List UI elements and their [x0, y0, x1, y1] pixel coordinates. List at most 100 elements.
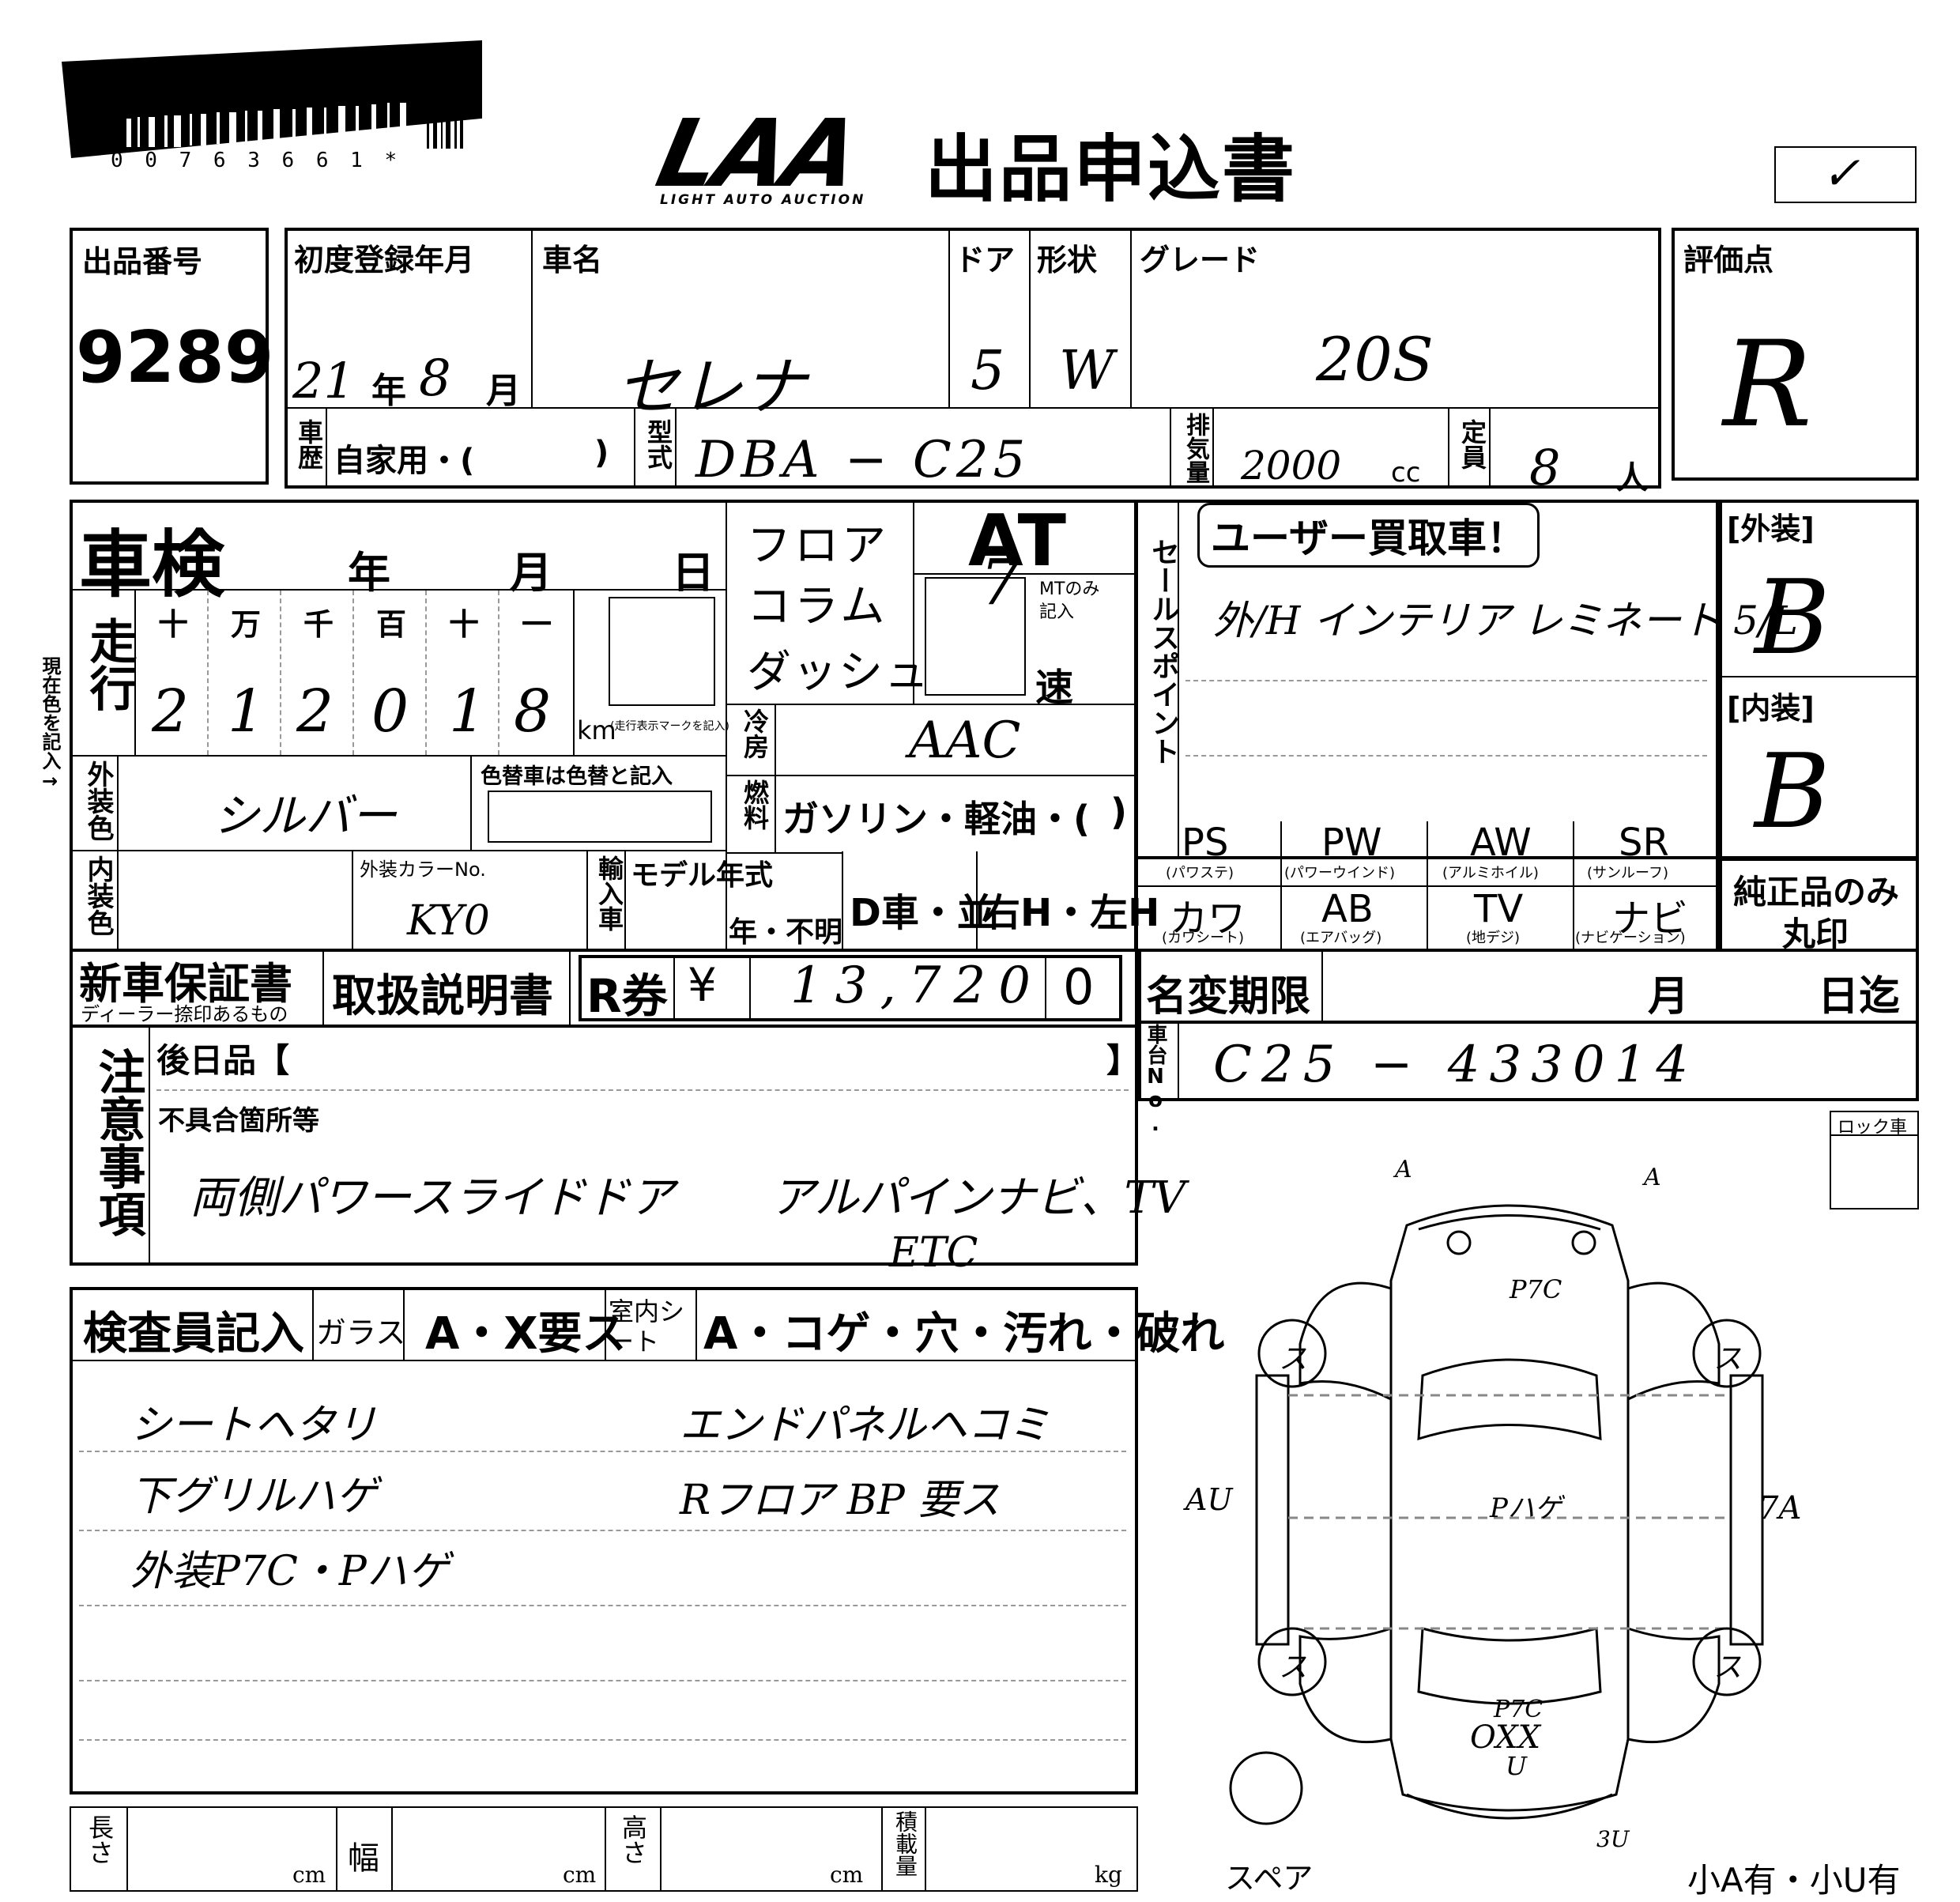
lot-label: 出品番号 [82, 244, 203, 279]
doors-label: ドア [955, 243, 1016, 277]
name-change-month: 月 [1648, 973, 1690, 1021]
inspection-label: 車検 [79, 523, 225, 607]
option-tv: TV [1474, 887, 1524, 931]
glass-label: ガラス [316, 1315, 406, 1350]
mt-value: 7 [980, 545, 1020, 619]
interior-color-label: 内装色 [82, 855, 114, 936]
manual-label: 取扱説明書 [332, 971, 553, 1022]
lot-number: 9289 [76, 316, 274, 399]
fuel-close: ) [1110, 791, 1128, 833]
option-pw: PW [1321, 821, 1382, 865]
width-unit: cm [563, 1862, 597, 1888]
doors-value: 5 [971, 340, 1005, 402]
recycle-yen: ¥ [688, 958, 717, 1012]
option-ab-sub: (エアバッグ) [1300, 930, 1382, 946]
small-legend: 小A有・小U有 [1687, 1861, 1901, 1900]
lot-box [70, 228, 269, 485]
mileage-label: 走行 [81, 617, 137, 711]
displacement-label: 排気量 [1182, 413, 1209, 484]
color-no-label: 外装カラーNo. [360, 859, 486, 881]
mark-rear-2: OXX [1470, 1719, 1541, 1756]
mark-rear-3: U [1506, 1751, 1527, 1781]
color-no-value: KY0 [407, 897, 490, 945]
grade-value: 20S [1316, 324, 1434, 394]
load-label: 積載量 [892, 1810, 918, 1877]
option-ab: AB [1321, 887, 1374, 931]
option-navi: ナビ [1612, 896, 1689, 941]
history-value: 自家用・( [334, 443, 475, 479]
option-leather-sub: (カワシート) [1162, 930, 1245, 946]
seat-options: A・コゲ・穴・汚れ・破れ [703, 1308, 1225, 1360]
aircon-value: AAC [909, 711, 1021, 770]
fuel-value: ガソリン・軽油・( [782, 798, 1091, 840]
exterior-score-label: [外装] [1727, 511, 1815, 546]
check-mark: ✓ [1822, 146, 1860, 200]
inspector-line-1: シートヘタリ [130, 1402, 378, 1449]
barcode-graphic [62, 40, 498, 158]
mt-note: MTのみ記入 [1039, 579, 1100, 622]
color-change-note: 色替車は色替と記入 [481, 764, 673, 789]
model-code-value: DBA − C25 [695, 431, 1031, 489]
digit-2: 1 [228, 677, 266, 745]
digit-6: 8 [514, 677, 552, 745]
option-sr: SR [1619, 821, 1669, 865]
notes-box [70, 1025, 1138, 1266]
option-aw-sub: (アルミホイル) [1442, 865, 1539, 881]
mileage-digits: 十 万 千 百 十 一 2 1 2 0 1 8 [134, 591, 573, 755]
dealer-option: D車・並 [850, 891, 995, 935]
mileage-km-note: (走行表示マークを記入) [610, 720, 729, 733]
laa-logo-sub: LIGHT AUTO AUCTION [660, 192, 866, 208]
notes-line2: アルパインナビ、TV [771, 1172, 1186, 1224]
model-code-label: 型式 [643, 419, 673, 470]
interior-score-label: [内装] [1727, 691, 1815, 726]
registration-month-unit: 月 [486, 371, 521, 411]
length-unit: cm [292, 1862, 326, 1888]
mark-tire-rl: ス [1279, 1651, 1308, 1684]
recycle-box [579, 955, 1122, 1021]
car-name-label: 車名 [542, 243, 603, 277]
spare-label: スペア [1225, 1861, 1314, 1896]
option-ps-sub: (パワステ) [1166, 865, 1234, 881]
barcode-number: 0 0 7 6 3 6 6 1 * [111, 149, 402, 172]
notes-line3: ETC [889, 1229, 978, 1277]
digit-header-6: 一 [522, 607, 552, 642]
inspector-line-2: 下グリルハゲ [130, 1473, 378, 1520]
sales-point-value: 外/H インテリア レミネート 5/L [1213, 598, 1798, 643]
mark-hood: P7C [1510, 1274, 1562, 1304]
height-label: 高さ [618, 1814, 648, 1865]
digit-3: 2 [296, 677, 334, 745]
aircon-label: 冷房 [740, 708, 770, 759]
lock-label: ロック車 [1838, 1118, 1908, 1138]
registration-label: 初度登録年月 [294, 243, 475, 277]
recycle-last: 0 [1063, 958, 1095, 1016]
digit-header-3: 千 [303, 607, 334, 642]
model-year-unknown: 年・不明 [729, 916, 843, 949]
name-change-label: 名変期限 [1146, 973, 1311, 1021]
mark-tire-fl: ス [1279, 1343, 1308, 1376]
name-change-day: 日迄 [1818, 973, 1901, 1021]
option-sr-sub: (サンルーフ) [1587, 865, 1668, 881]
shift-at: AT [968, 500, 1067, 583]
option-navi-sub: (ナビゲーション) [1575, 930, 1686, 946]
shift-speed: 速 [1035, 666, 1074, 710]
color-label: 外装色 [82, 760, 114, 841]
mark-right-side: 7A [1758, 1490, 1802, 1527]
lock-box [1830, 1111, 1919, 1210]
recycle-label: R券 [586, 969, 668, 1023]
score-label: 評価点 [1683, 243, 1774, 277]
check-box [1774, 146, 1917, 203]
notes-line1: 両側パワースライドドア [190, 1172, 675, 1224]
buyback-badge: ユーザー買取車！ [1197, 503, 1540, 568]
shift-column: コラム [747, 581, 888, 632]
registration-month: 8 [419, 349, 451, 408]
capacity-unit: 人 [1616, 460, 1648, 496]
mark-front-left: A [1395, 1156, 1412, 1183]
registration-year: 21 [292, 352, 355, 409]
history-close: ) [594, 435, 609, 471]
form-title: 出品申込書 [925, 127, 1297, 212]
inspector-right-2: Rフロア BP 要ス [680, 1477, 1001, 1524]
sales-point-label: セールスポイント [1147, 538, 1179, 765]
chassis-label: 車台No. [1144, 1024, 1167, 1136]
chassis-box [1138, 1021, 1919, 1101]
recycle-value: 13,720 [790, 957, 1043, 1015]
